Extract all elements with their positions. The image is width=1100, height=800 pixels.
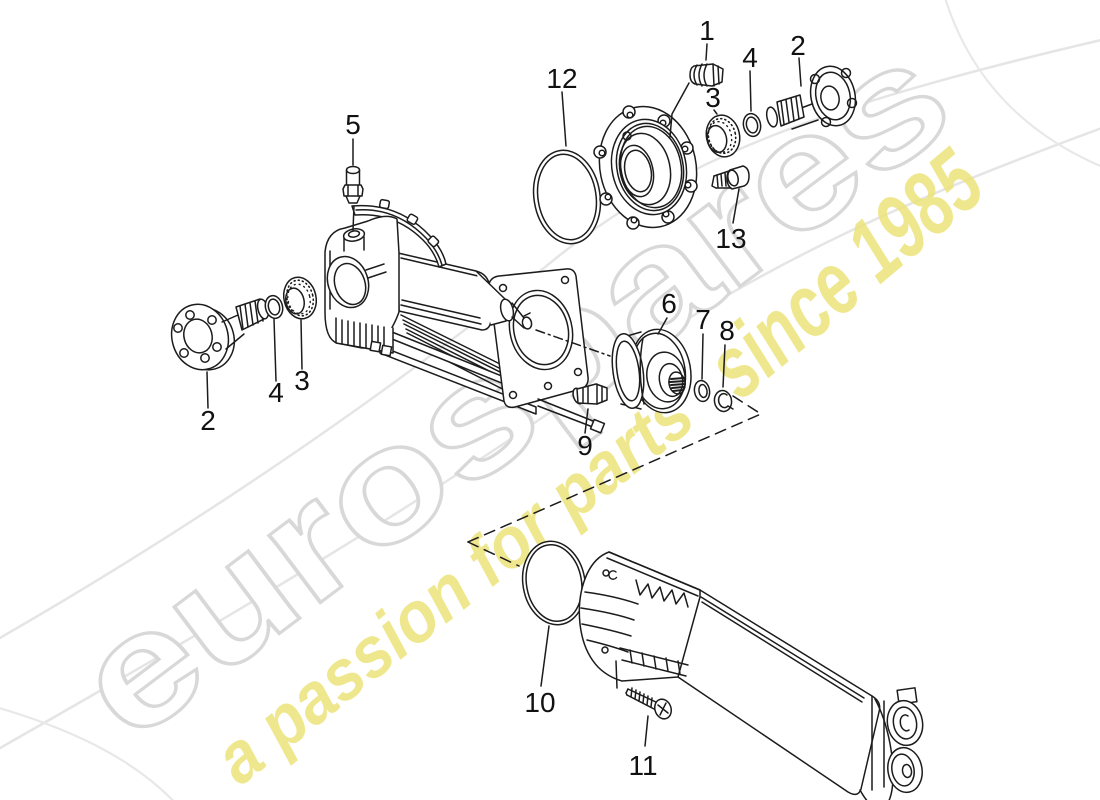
svg-text:1: 1	[699, 15, 715, 46]
svg-text:5: 5	[345, 109, 361, 140]
svg-text:2: 2	[790, 30, 806, 61]
svg-text:3: 3	[705, 82, 721, 113]
svg-text:4: 4	[742, 42, 758, 73]
svg-text:4: 4	[268, 377, 284, 408]
svg-text:12: 12	[546, 63, 577, 94]
svg-text:6: 6	[661, 288, 677, 319]
svg-text:8: 8	[719, 315, 735, 346]
svg-text:7: 7	[695, 304, 711, 335]
svg-text:3: 3	[294, 365, 310, 396]
svg-text:2: 2	[200, 405, 216, 436]
svg-text:11: 11	[628, 750, 657, 781]
svg-text:10: 10	[524, 687, 555, 718]
svg-text:9: 9	[577, 430, 593, 461]
svg-text:13: 13	[715, 223, 746, 254]
